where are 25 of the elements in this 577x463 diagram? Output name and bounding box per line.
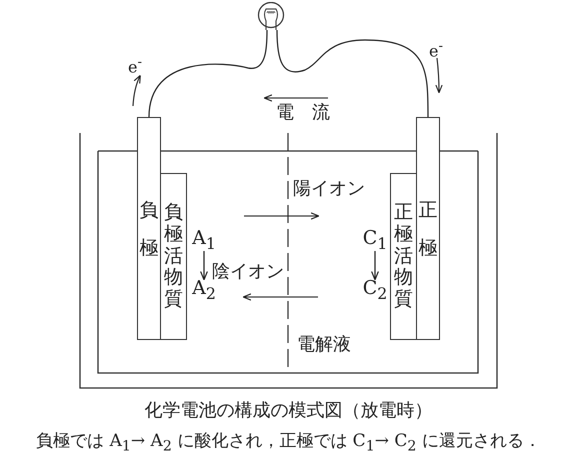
anion-label: 陰イオン <box>212 263 284 281</box>
electrode <box>416 117 440 340</box>
caption: 化学電池の構成の模式図（放電時） <box>144 402 434 420</box>
active-material-layer <box>160 173 187 340</box>
arrow <box>371 251 379 280</box>
electrode-label: 負極 <box>139 198 159 260</box>
wire <box>148 30 268 118</box>
active-material-layer <box>390 173 417 340</box>
electrode-label: 正極 <box>418 198 438 260</box>
electrolyte-label: 電解液 <box>297 336 351 354</box>
active-material-label: 正極活物質 <box>394 202 414 312</box>
substance-symbol: C$_{1}$ <box>362 228 388 252</box>
substance-symbol: A$_{2}$ <box>192 278 216 302</box>
electrode <box>137 117 161 340</box>
arrow <box>200 251 208 280</box>
substance-symbol: A$_{1}$ <box>192 228 216 252</box>
substance-symbol: C$_{2}$ <box>362 278 388 302</box>
active-material-label: 負極活物質 <box>164 202 184 312</box>
caption-text: 負極では A$_{1}$→ A$_{2}$ に酸化され，正極では C$_{1}$→ C$_{2}$ に還元される． <box>35 433 542 454</box>
current-label: 電 流 <box>276 104 330 122</box>
electron-label: e$^{-}$ <box>128 56 142 76</box>
light-bulb-icon <box>257 2 285 30</box>
electron-label: e$^{-}$ <box>429 40 443 60</box>
cation-label: 陽イオン <box>293 180 365 198</box>
wire <box>276 30 429 117</box>
